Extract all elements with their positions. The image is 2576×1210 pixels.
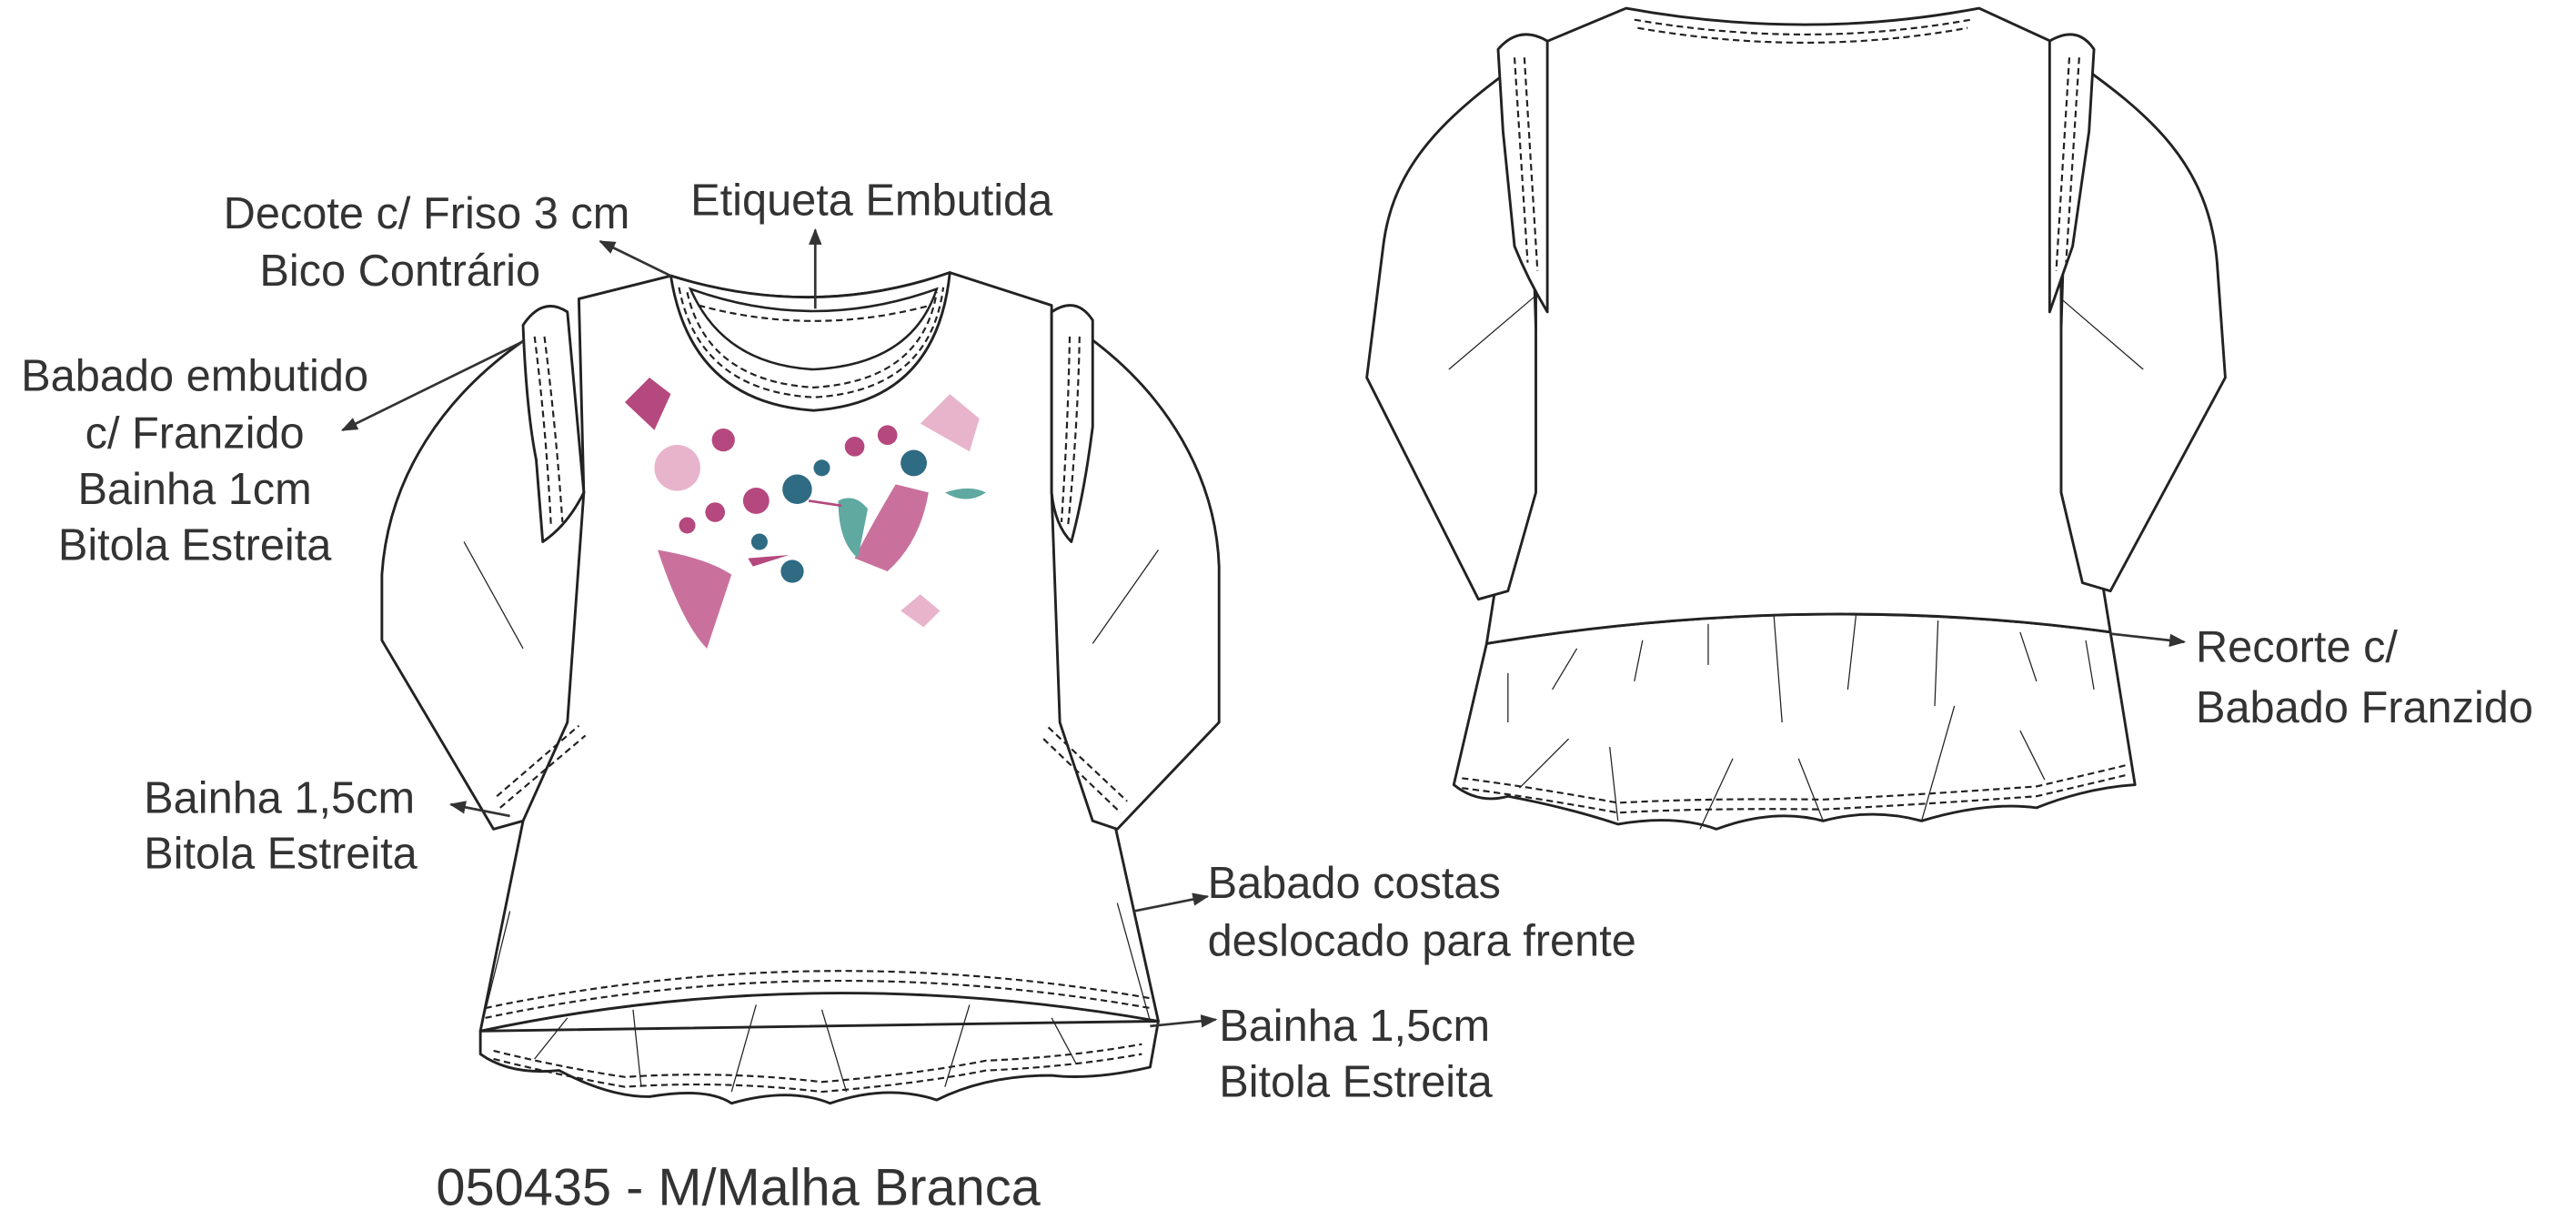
label-babado-3: Bainha 1cm	[77, 465, 311, 514]
label-manga-2: Bitola Estreita	[144, 830, 418, 879]
callout-arrows	[340, 227, 2187, 1028]
floral-hummingbird-print	[624, 378, 986, 649]
label-costas-1: Babado costas	[1208, 859, 1501, 908]
back-left-sleeve	[1365, 55, 1537, 601]
arrow-manga	[448, 801, 510, 818]
label-barra-1: Bainha 1,5cm	[1219, 1002, 1490, 1051]
label-barra-2: Bitola Estreita	[1219, 1057, 1493, 1106]
right-shoulder-ruffle	[1050, 304, 1094, 543]
label-babado-2: c/ Franzido	[86, 409, 305, 459]
arrow-recorte	[2109, 632, 2187, 647]
front-view	[380, 271, 1221, 1105]
label-recorte-1: Recorte c/	[2196, 622, 2398, 671]
label-etiqueta: Etiqueta Embutida	[690, 176, 1053, 225]
label-decote-2: Bico Contrário	[259, 247, 540, 296]
back-view	[1365, 6, 2227, 831]
left-sleeve	[380, 335, 586, 831]
front-back-ruffle	[478, 1020, 1160, 1105]
back-ruffle	[1452, 612, 2137, 831]
annotation-labels: Etiqueta Embutida Decote c/ Friso 3 cm B…	[21, 176, 2533, 1210]
label-costas-2: deslocado para frente	[1208, 916, 1636, 965]
label-decote-1: Decote c/ Friso 3 cm	[224, 189, 630, 238]
arrow-babado	[340, 340, 524, 432]
arrow-costas	[1133, 892, 1210, 913]
back-body	[1484, 6, 2112, 645]
label-babado-4: Bitola Estreita	[58, 520, 332, 570]
back-right-shoulder-ruffle	[2048, 33, 2096, 314]
label-recorte-2: Babado Franzido	[2196, 683, 2533, 732]
arrow-decote	[599, 240, 672, 277]
back-right-sleeve	[2059, 55, 2227, 593]
label-babado-1: Babado embutido	[21, 351, 368, 400]
neckline	[669, 271, 951, 412]
label-manga-1: Bainha 1,5cm	[144, 773, 415, 822]
product-code: 050435 - M/Malha Branca	[436, 1159, 1041, 1210]
arrow-barra	[1150, 1014, 1218, 1028]
